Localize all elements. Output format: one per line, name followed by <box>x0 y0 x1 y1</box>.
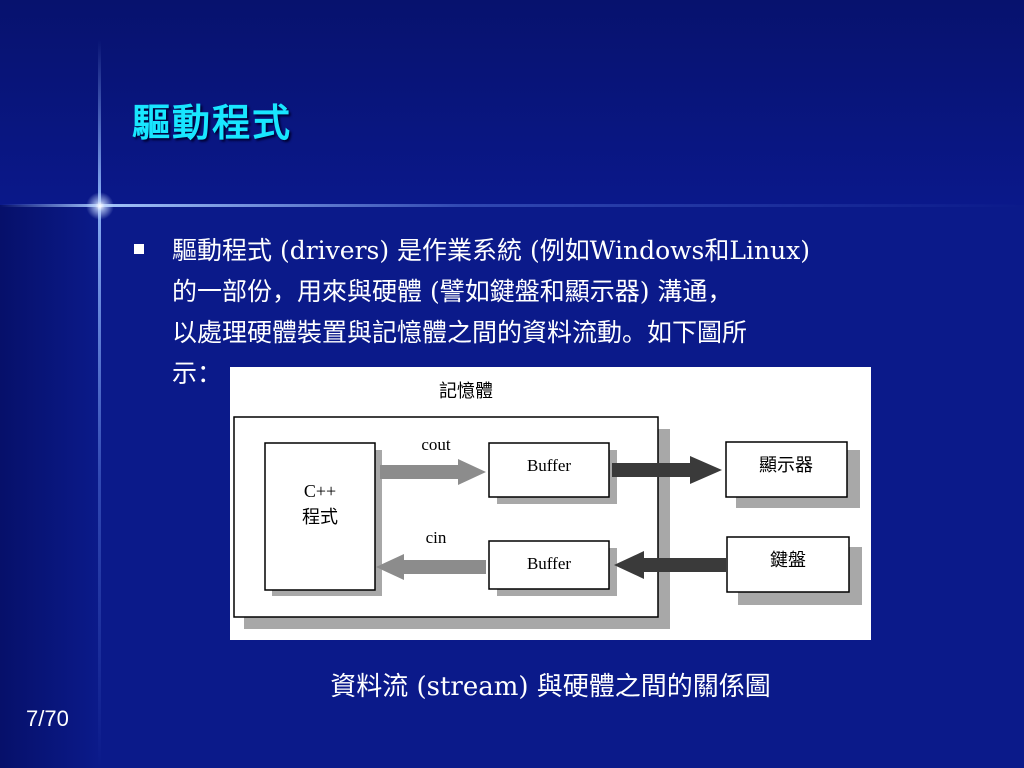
display-box <box>725 441 848 498</box>
input-arrow-shaft <box>642 558 726 572</box>
display-label: 顯示器 <box>759 455 813 475</box>
cin-arrow-head <box>376 554 404 580</box>
decorative-sparkle <box>86 192 114 220</box>
bullet-line: 示： <box>172 359 223 388</box>
bullet-text: 驅動程式 (drivers) 是作業系統 (例如Windows和Linux) 的… <box>172 230 972 394</box>
output-arrow-shaft <box>612 463 692 477</box>
stream-diagram-svg: 記憶體 C++ 程式 Buffer Buffer 顯示器 鍵盤 cout cin <box>233 381 862 629</box>
bullet-line: 驅動程式 (drivers) 是作業系統 (例如Windows和Linux) <box>172 236 811 265</box>
diagram-caption: 資料流 (stream) 與硬體之間的關係圖 <box>330 672 771 702</box>
cin-arrow-shaft <box>402 560 486 574</box>
program-label-line2: 程式 <box>302 507 338 527</box>
page-number: 7/70 <box>26 706 69 731</box>
keyboard-label: 鍵盤 <box>770 550 806 570</box>
keyboard-box <box>726 536 850 593</box>
background-top-band <box>0 0 1024 205</box>
cout-arrow-shaft <box>380 465 460 479</box>
output-arrow-head <box>690 456 722 484</box>
buffer-top-box <box>488 442 610 498</box>
buffer-top-label: Buffer <box>527 456 571 475</box>
buffer-bottom-label: Buffer <box>527 554 571 573</box>
cin-label: cin <box>426 528 447 547</box>
bullet-line: 以處理硬體裝置與記憶體之間的資料流動。如下圖所 <box>172 318 748 347</box>
decorative-horizontal-line <box>0 204 1024 207</box>
buffer-bottom-box <box>488 540 610 590</box>
slide-title: 驅動程式 <box>132 100 293 145</box>
decorative-vertical-line <box>98 40 101 768</box>
program-label-line1: C++ <box>304 481 336 501</box>
program-box <box>264 442 376 591</box>
memory-label: 記憶體 <box>439 381 493 401</box>
bullet-marker <box>134 244 144 254</box>
input-arrow-head <box>614 551 644 579</box>
bullet-line: 的一部份，用來與硬體 (譬如鍵盤和顯示器) 溝通， <box>172 277 733 306</box>
cout-label: cout <box>421 435 451 454</box>
stream-diagram: 記憶體 C++ 程式 Buffer Buffer 顯示器 鍵盤 cout cin <box>230 367 871 640</box>
cout-arrow-head <box>458 459 486 485</box>
